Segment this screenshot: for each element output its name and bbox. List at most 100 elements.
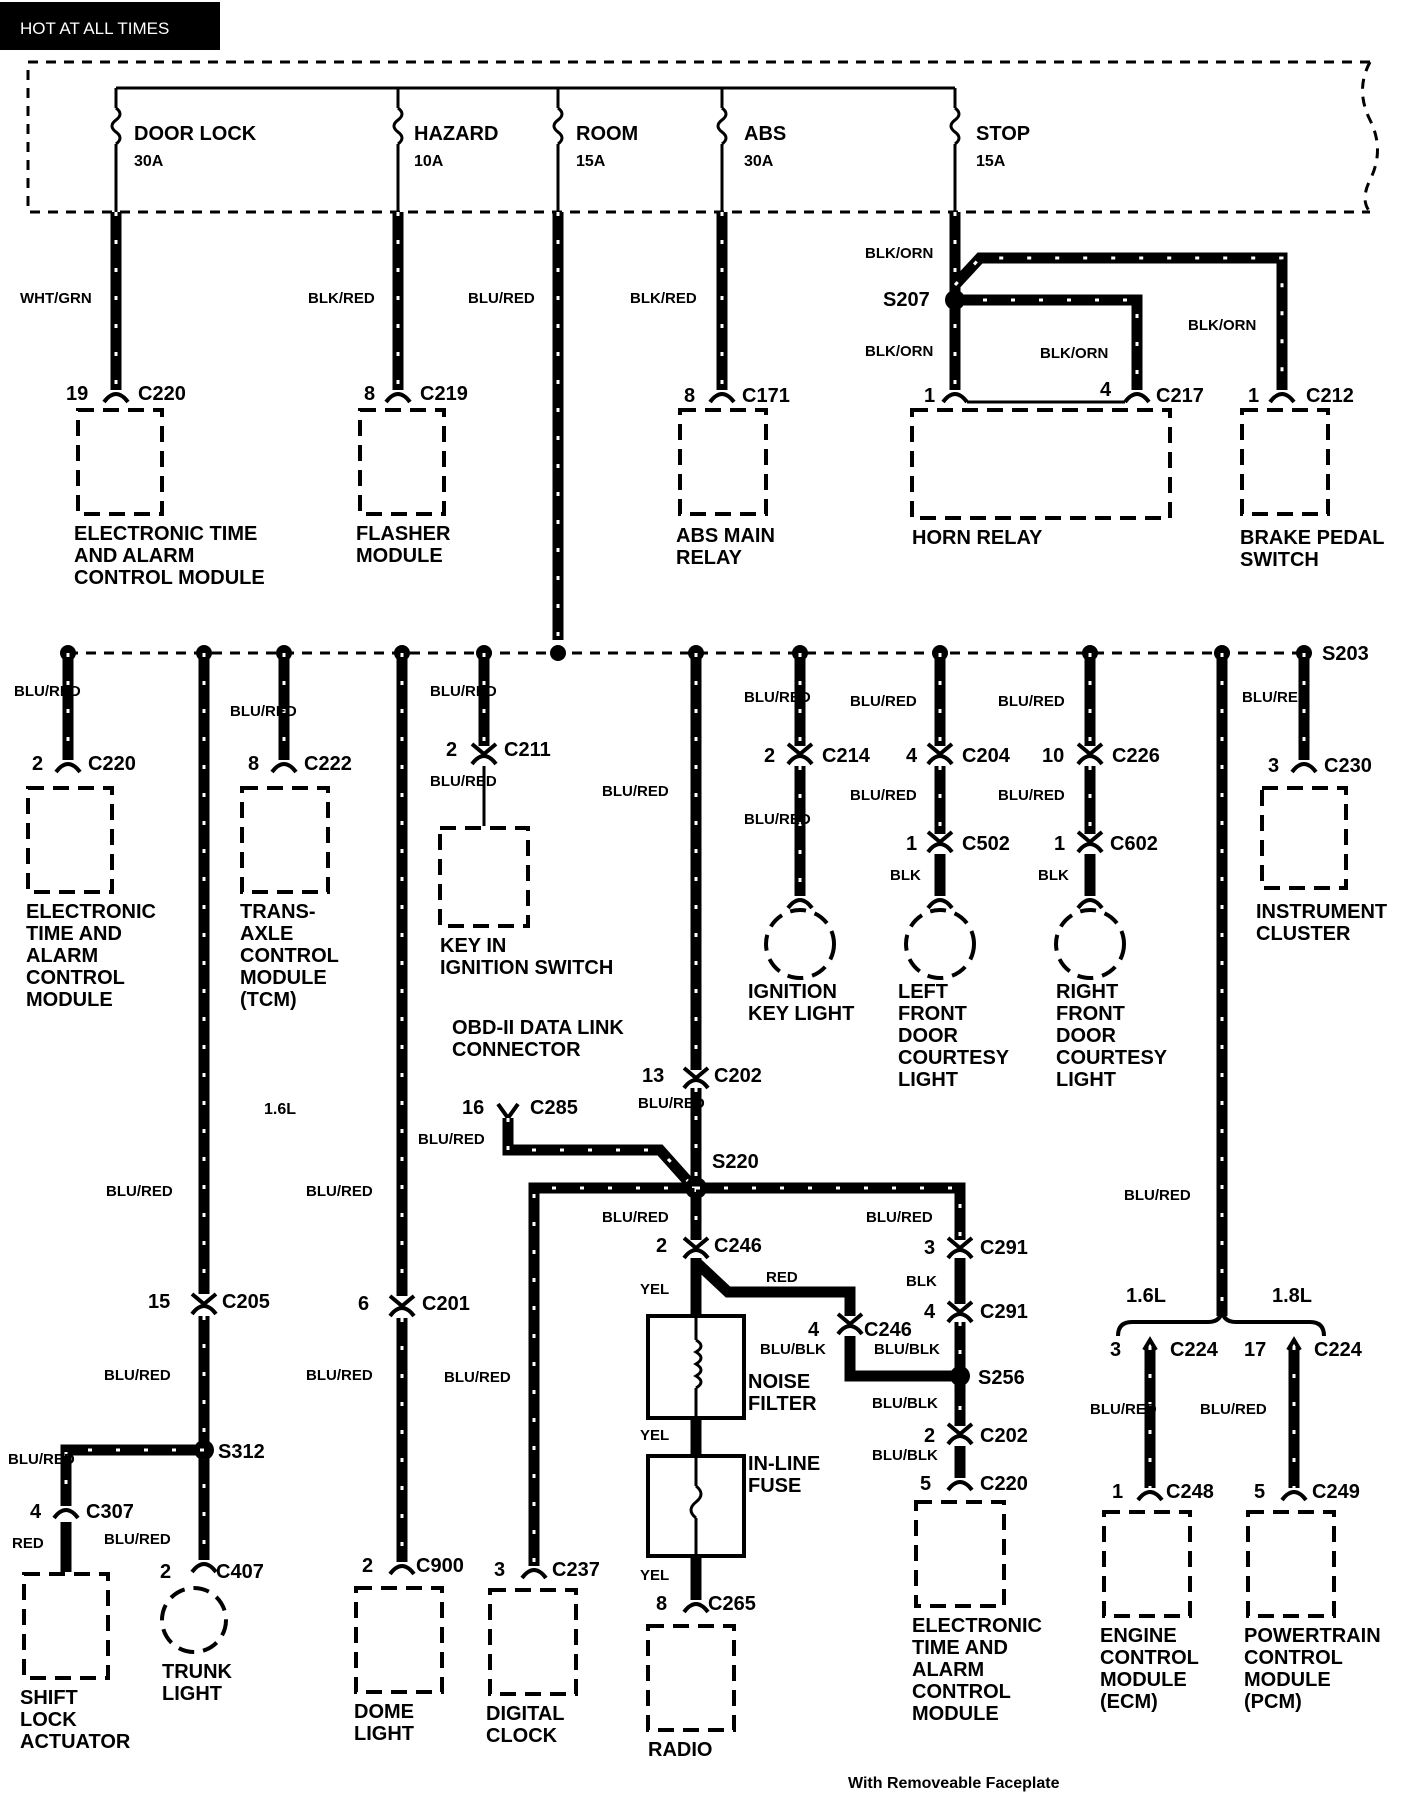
svg-text:BRAKE PEDAL: BRAKE PEDAL xyxy=(1240,527,1384,549)
svg-text:1.6L: 1.6L xyxy=(1126,1285,1166,1307)
svg-text:BLU/RED: BLU/RED xyxy=(744,811,811,828)
branch-left-front-courtesy: BLU/RED 4 C204 BLU/RED 1 C502 BLK LEFT F… xyxy=(850,653,1011,1091)
svg-text:ABS: ABS xyxy=(744,123,786,145)
svg-text:BLU/RED: BLU/RED xyxy=(602,783,669,800)
svg-text:BLU/RED: BLU/RED xyxy=(106,1183,173,1200)
svg-text:BLU/RED: BLU/RED xyxy=(104,1367,171,1384)
svg-text:LIGHT: LIGHT xyxy=(162,1683,222,1705)
svg-text:LEFT: LEFT xyxy=(898,981,948,1003)
branch-right-front-courtesy: BLU/RED 10 C226 BLU/RED 1 C602 BLK RIGHT… xyxy=(998,653,1168,1091)
svg-text:C602: C602 xyxy=(1110,833,1158,855)
svg-text:(TCM): (TCM) xyxy=(240,989,297,1011)
svg-text:2: 2 xyxy=(362,1555,373,1577)
svg-text:C171: C171 xyxy=(742,385,790,407)
branch-digital-clock: BLU/RED 3 C237 DIGITAL CLOCK xyxy=(444,1182,696,1747)
svg-text:BLU/RED: BLU/RED xyxy=(850,693,917,710)
svg-text:LIGHT: LIGHT xyxy=(354,1723,414,1745)
svg-text:BLU/RED: BLU/RED xyxy=(306,1183,373,1200)
svg-text:C220: C220 xyxy=(138,383,186,405)
svg-text:FRONT: FRONT xyxy=(1056,1003,1125,1025)
wire-hazard: BLK/RED xyxy=(308,212,404,390)
branch-shift-lock: BLU/RED 4 C307 RED SHIFT LOCK ACTUATOR xyxy=(8,1444,204,1753)
fuse-room: ROOM 15A xyxy=(552,88,638,212)
svg-text:16: 16 xyxy=(462,1097,484,1119)
branch-tcm: BLU/RED 8 C222 TRANS- AXLE CONTROL MODUL… xyxy=(230,653,352,1118)
svg-text:BLK: BLK xyxy=(1038,867,1069,884)
svg-text:RED: RED xyxy=(12,1535,44,1552)
svg-text:YEL: YEL xyxy=(640,1567,669,1584)
branch-pcm: 17 C224 BLU/RED 5 C249 POWERTRAIN CONTRO… xyxy=(1200,1336,1381,1713)
svg-text:2: 2 xyxy=(924,1425,935,1447)
branch-key-in-ignition: BLU/RED 2 C211 BLU/RED KEY IN IGNITION S… xyxy=(430,653,613,979)
svg-text:C224: C224 xyxy=(1170,1339,1219,1361)
svg-text:FUSE: FUSE xyxy=(748,1475,801,1497)
svg-text:AND ALARM: AND ALARM xyxy=(74,545,194,567)
svg-text:SWITCH: SWITCH xyxy=(1240,549,1319,571)
svg-text:2: 2 xyxy=(764,745,775,767)
svg-text:BLU/RED: BLU/RED xyxy=(1124,1187,1191,1204)
svg-text:BLU/RED: BLU/RED xyxy=(14,683,81,700)
svg-text:5: 5 xyxy=(1254,1481,1265,1503)
svg-text:C201: C201 xyxy=(422,1293,470,1315)
svg-text:C291: C291 xyxy=(980,1237,1028,1259)
svg-text:IGNITION SWITCH: IGNITION SWITCH xyxy=(440,957,613,979)
svg-text:YEL: YEL xyxy=(640,1281,669,1298)
svg-text:8: 8 xyxy=(656,1593,667,1615)
svg-text:S220: S220 xyxy=(712,1151,759,1173)
svg-text:CONTROL: CONTROL xyxy=(1244,1647,1343,1669)
svg-text:INSTRUMENT: INSTRUMENT xyxy=(1256,901,1387,923)
svg-text:15A: 15A xyxy=(976,153,1006,170)
svg-text:CONTROL: CONTROL xyxy=(240,945,339,967)
svg-text:SHIFT: SHIFT xyxy=(20,1687,78,1709)
svg-text:HOT AT ALL TIMES: HOT AT ALL TIMES xyxy=(20,19,169,38)
svg-text:C211: C211 xyxy=(504,739,551,761)
svg-text:C214: C214 xyxy=(822,745,871,767)
svg-text:19: 19 xyxy=(66,383,88,405)
svg-text:1: 1 xyxy=(1054,833,1065,855)
connector-c171: 8 C171 ABS MAIN RELAY xyxy=(676,385,790,569)
svg-text:COURTESY: COURTESY xyxy=(898,1047,1010,1069)
svg-text:4: 4 xyxy=(808,1319,820,1341)
svg-text:3: 3 xyxy=(924,1237,935,1259)
svg-text:C202: C202 xyxy=(980,1425,1028,1447)
branch-ignition-key-light: BLU/RED 2 C214 BLU/RED IGNITION KEY LIGH… xyxy=(744,653,871,1025)
svg-text:BLU/RED: BLU/RED xyxy=(998,787,1065,804)
svg-text:6: 6 xyxy=(358,1293,369,1315)
svg-text:5: 5 xyxy=(920,1473,931,1495)
svg-text:ALARM: ALARM xyxy=(912,1659,984,1681)
svg-text:HAZARD: HAZARD xyxy=(414,123,498,145)
svg-text:MODULE: MODULE xyxy=(912,1703,999,1725)
svg-text:MODULE: MODULE xyxy=(356,545,443,567)
svg-text:1: 1 xyxy=(1112,1481,1123,1503)
svg-text:LIGHT: LIGHT xyxy=(1056,1069,1116,1091)
svg-text:KEY LIGHT: KEY LIGHT xyxy=(748,1003,854,1025)
svg-text:ELECTRONIC: ELECTRONIC xyxy=(912,1615,1042,1637)
svg-text:BLK/ORN: BLK/ORN xyxy=(1040,345,1108,362)
svg-text:4: 4 xyxy=(30,1501,42,1523)
svg-text:COURTESY: COURTESY xyxy=(1056,1047,1168,1069)
svg-text:MODULE: MODULE xyxy=(240,967,327,989)
svg-text:ENGINE: ENGINE xyxy=(1100,1625,1177,1647)
svg-text:8: 8 xyxy=(684,385,695,407)
svg-text:10A: 10A xyxy=(414,153,444,170)
svg-text:CONTROL MODULE: CONTROL MODULE xyxy=(74,567,265,589)
branch-instrument-cluster: BLU/RED 3 C230 INSTRUMENT CLUSTER xyxy=(1242,653,1387,945)
svg-text:CONTROL: CONTROL xyxy=(1100,1647,1199,1669)
svg-text:DOME: DOME xyxy=(354,1701,414,1723)
branch-trunk-light: BLU/RED 15 C205 BLU/RED S312 BLU/RED 2 C… xyxy=(104,653,270,1705)
svg-text:(PCM): (PCM) xyxy=(1244,1691,1302,1713)
branch-main-feed: BLU/RED 13 C202 BLU/RED S220 xyxy=(602,653,762,1199)
svg-text:BLU/BLK: BLU/BLK xyxy=(874,1341,940,1358)
branch-dome-light: BLU/RED 6 C201 BLU/RED 2 C900 DOME LIGHT xyxy=(306,653,470,1745)
splice-s207-dot xyxy=(945,290,965,310)
svg-text:S203: S203 xyxy=(1322,643,1369,665)
svg-text:4: 4 xyxy=(906,745,918,767)
svg-text:(ECM): (ECM) xyxy=(1100,1691,1158,1713)
svg-text:C900: C900 xyxy=(416,1555,464,1577)
svg-text:BLU/RED: BLU/RED xyxy=(104,1531,171,1548)
svg-text:2: 2 xyxy=(160,1561,171,1583)
svg-text:CONTROL: CONTROL xyxy=(912,1681,1011,1703)
fuse-door-lock: DOOR LOCK 30A xyxy=(110,88,257,212)
svg-text:BLU/RED: BLU/RED xyxy=(602,1209,669,1226)
